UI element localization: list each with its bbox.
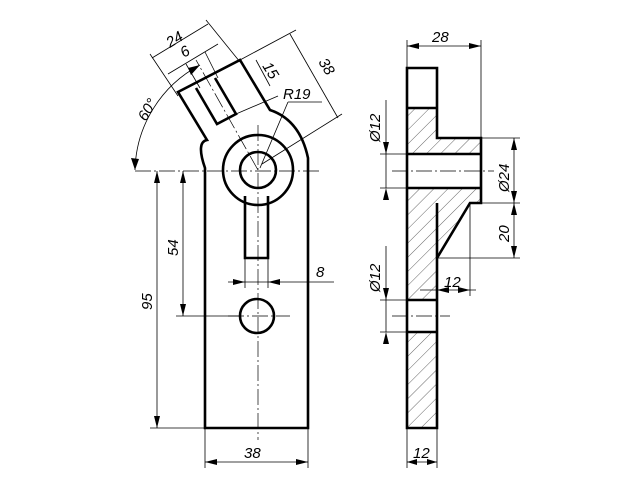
dim-12-rib-arrow-right	[458, 287, 470, 293]
dim-d12-bottom-arrow-b	[383, 332, 389, 344]
dim-54-arrow-top	[180, 171, 186, 183]
dim-text-15: 15	[259, 59, 283, 83]
dim-8-arrow-right	[268, 279, 280, 285]
dim-d24-arrow-bottom	[511, 191, 517, 203]
center-line-angled	[195, 59, 259, 171]
angle-arrow-bottom	[131, 158, 139, 170]
dim-text-8: 8	[316, 264, 325, 281]
front-view: 24 6 15 38 R19 60° 54 95 8 38	[131, 19, 343, 468]
front-outline	[176, 58, 310, 430]
dim-text-38-base: 38	[244, 445, 261, 462]
side-view: 28 Ø12 Ø24 20 Ø12 12 12	[367, 29, 520, 468]
dim-text-28: 28	[431, 29, 449, 46]
dim-d12-top-arrow-b	[383, 188, 389, 200]
angled-slot	[194, 77, 238, 126]
vertical-slot	[243, 196, 270, 260]
dim-38-arm-ext-top	[239, 29, 297, 61]
dim-text-20: 20	[496, 225, 513, 243]
dim-text-r19: R19	[283, 86, 311, 103]
dim-54-arrow-bottom	[180, 304, 186, 316]
dim-8-arrow-left	[233, 279, 245, 285]
dim-12-rib-arrow-left	[437, 287, 449, 293]
section-hatch-upper	[407, 108, 481, 154]
dim-text-d24: Ø24	[496, 164, 513, 193]
dim-38-base-arrow-left	[205, 459, 217, 465]
angle-arc	[134, 64, 201, 171]
dim-24-ext-right	[205, 19, 241, 63]
dim-12-base-arrow-left	[407, 459, 417, 465]
dim-d24-arrow-top	[511, 138, 517, 150]
dim-95-arrow-top	[154, 171, 160, 183]
dim-24-line	[151, 23, 209, 59]
dim-text-95: 95	[139, 293, 156, 310]
dim-15-line	[255, 59, 271, 87]
dim-text-12-rib: 12	[444, 274, 461, 291]
dim-28-arrow-right	[469, 43, 481, 49]
r19-leader	[259, 101, 289, 169]
dim-d12-top-arrow-a	[383, 142, 389, 154]
dim-95-arrow-bottom	[154, 416, 160, 428]
dim-12-base-arrow-right	[427, 459, 437, 465]
dim-20-arrow-bottom	[511, 246, 517, 258]
dim-text-24: 24	[162, 28, 186, 52]
dim-d12-bottom-arrow-a	[383, 288, 389, 300]
dim-text-54: 54	[165, 239, 182, 256]
dim-text-d12-top: Ø12	[367, 113, 384, 143]
side-outline	[405, 66, 483, 430]
dim-text-60deg: 60°	[135, 96, 161, 124]
dim-20-arrow-top	[511, 203, 517, 215]
dim-6-line	[167, 43, 219, 75]
dim-6-ext-left	[185, 63, 201, 89]
dim-text-d12-bottom: Ø12	[367, 263, 384, 293]
dim-15-ext	[235, 95, 279, 115]
dim-38-arm-ext-bottom	[261, 113, 343, 165]
dim-38-arm-line	[289, 33, 339, 119]
dim-24-ext-left	[149, 53, 179, 97]
dim-38-base-arrow-right	[296, 459, 308, 465]
dim-text-12-base: 12	[413, 445, 430, 462]
section-hatch-lower	[407, 332, 437, 428]
dim-6-ext-right	[204, 51, 219, 79]
dim-28-arrow-left	[407, 43, 419, 49]
dim-text-6: 6	[177, 42, 194, 61]
dim-text-38-arm: 38	[315, 55, 339, 79]
